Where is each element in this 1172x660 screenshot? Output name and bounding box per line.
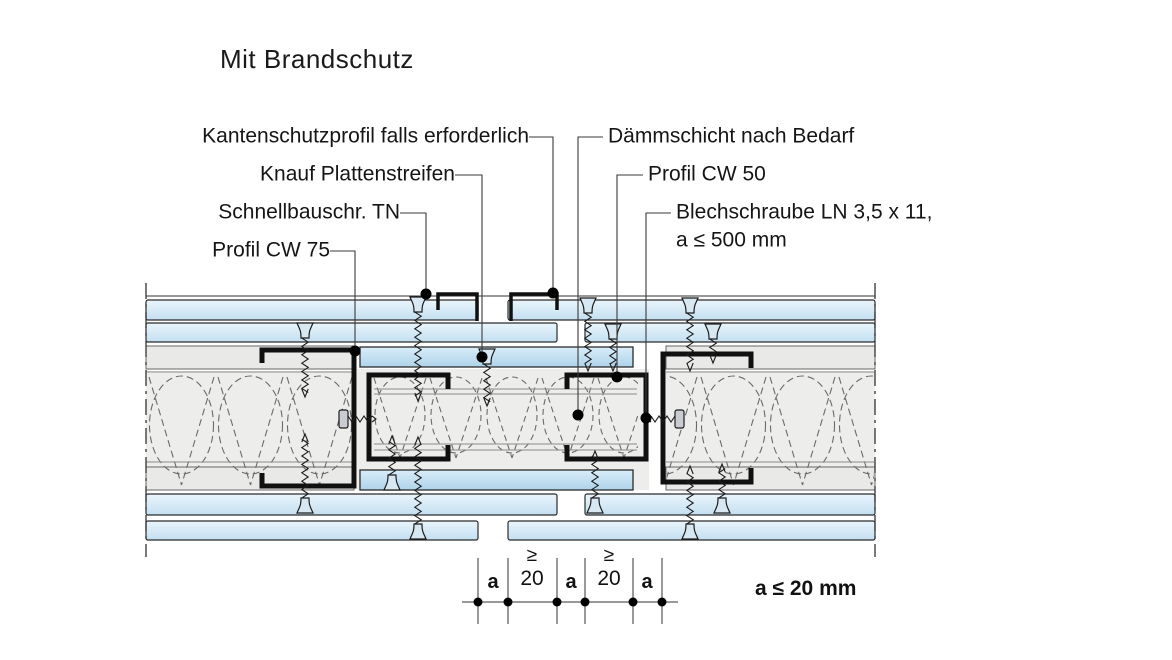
board-top-second-left [145,322,558,343]
profil-cw75-left [259,347,357,489]
plattenstreifen [359,346,634,491]
board-top-second-right [584,322,876,343]
dimension-lines [462,558,678,624]
label-blechschraube-line1: Blechschraube LN 3,5 x 11, [676,200,933,224]
drawing-title: Mit Brandschutz [220,44,414,74]
board-bottom-second-right [584,493,876,516]
label-profil-cw75: Profil CW 75 [212,238,330,262]
label-knauf-plattenstreifen: Knauf Plattenstreifen [260,162,455,186]
cavity-lines [146,371,874,463]
edge-protection-profiles [436,292,559,321]
break-lines [145,283,876,557]
leader-lines [330,136,671,414]
label-profil-cw50: Profil CW 50 [648,162,766,186]
profil-cw50-left [366,372,451,462]
dim-note: a ≤ 20 mm [755,577,857,600]
dim-a-3: a [641,571,653,593]
dim-gte-value-1: 20 [520,567,544,590]
dim-a-2: a [565,571,577,593]
plattenstreifen-bottom [359,469,634,491]
label-schnellbauschraube-tn: Schnellbauschr. TN [218,200,400,224]
leader-dots [349,287,652,424]
board-bottom-second-left [145,493,558,516]
label-daemmschicht: Dämmschicht nach Bedarf [608,124,855,148]
label-edge-protection-profile: Kantenschutzprofil falls erforderlich [202,124,529,148]
label-blechschraube-line2: a ≤ 500 mm [676,228,787,252]
dim-gte-value-2: 20 [597,567,621,590]
dim-gte-symbol-2: ≥ [603,545,615,566]
plattenstreifen-top [359,346,634,368]
dim-gte-symbol-1: ≥ [526,545,538,566]
dim-a-1: a [487,571,499,593]
board-top-outer-left [145,299,479,321]
edge-protection-right [509,292,559,321]
board-bottom-outer-left [145,520,479,541]
screws [296,296,731,540]
edge-protection-left [436,292,479,321]
profil-cw75-right [660,351,754,485]
dimension-dots [473,597,667,607]
